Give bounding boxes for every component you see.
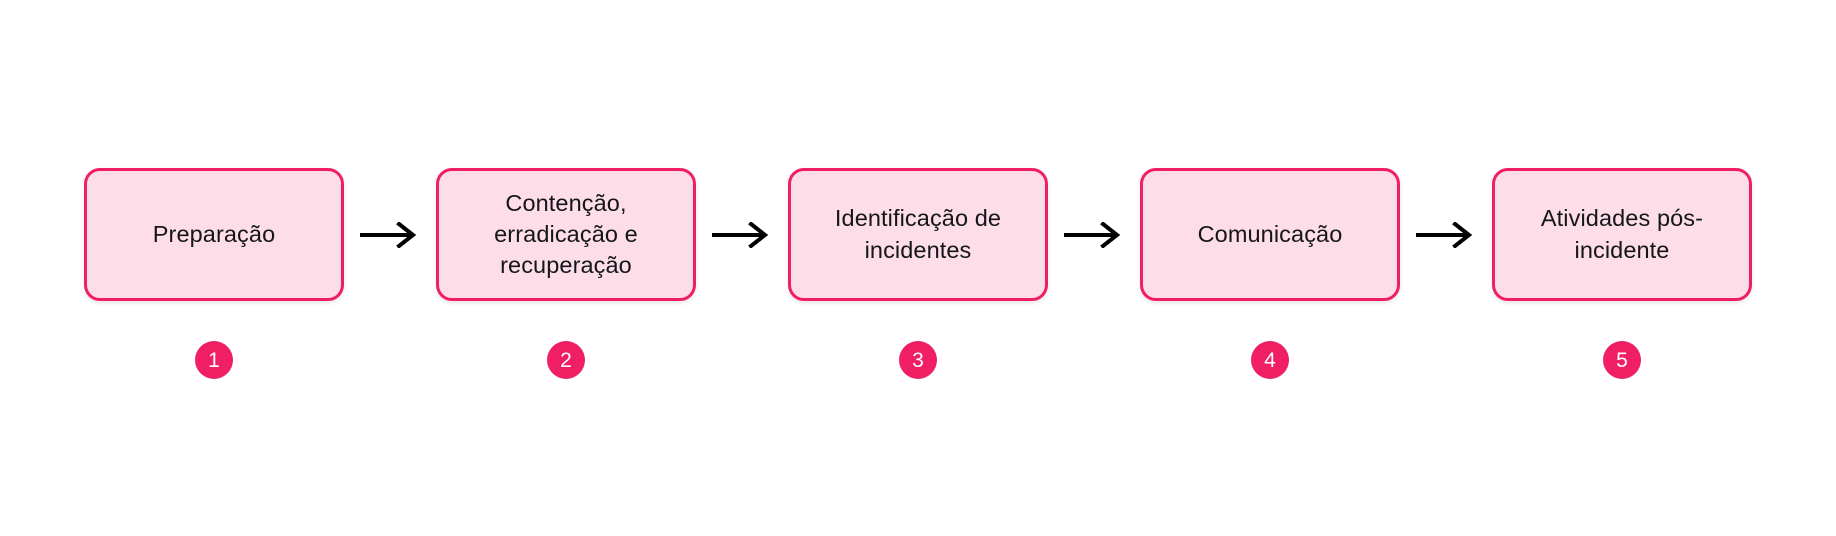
step-label-2: Contenção, erradicação e recuperação [494,189,638,279]
step-label-3: Identificação de incidentes [834,205,1002,263]
step-box-3[interactable]: Identificação de incidentes [788,168,1048,301]
step-label-4: Comunicação [1197,220,1343,247]
step-number-5: 5 [1616,348,1628,372]
step-number-1: 1 [208,348,220,372]
arrow-right-icon [1063,221,1125,248]
arrow-right-icon [1415,221,1477,248]
flow-step-1: Preparação 1 [84,168,344,379]
step-badge-4: 4 [1251,341,1289,379]
step-box-2[interactable]: Contenção, erradicação e recuperação [436,168,696,301]
step-label-1: Preparação [152,220,276,247]
step-box-1[interactable]: Preparação [84,168,344,301]
step-number-3: 3 [912,348,924,372]
flow-step-3: Identificação de incidentes 3 [788,168,1048,379]
step-badge-5: 5 [1603,341,1641,379]
flow-step-5: Atividades pós- incidente 5 [1492,168,1752,379]
flow-step-2: Contenção, erradicação e recuperação 2 [436,168,696,379]
step-box-5[interactable]: Atividades pós- incidente [1492,168,1752,301]
arrow-3-to-4 [1048,168,1140,301]
step-badge-1: 1 [195,341,233,379]
arrow-2-to-3 [696,168,788,301]
step-number-4: 4 [1264,348,1276,372]
flow-track: Preparação 1 Contenção, erradicação e re… [84,168,1752,379]
arrow-right-icon [359,221,421,248]
flow-step-4: Comunicação 4 [1140,168,1400,379]
step-badge-3: 3 [899,341,937,379]
step-label-5: Atividades pós- incidente [1540,205,1704,263]
arrow-right-icon [711,221,773,248]
step-number-2: 2 [560,348,572,372]
arrow-4-to-5 [1400,168,1492,301]
arrow-1-to-2 [344,168,436,301]
step-box-4[interactable]: Comunicação [1140,168,1400,301]
step-badge-2: 2 [547,341,585,379]
